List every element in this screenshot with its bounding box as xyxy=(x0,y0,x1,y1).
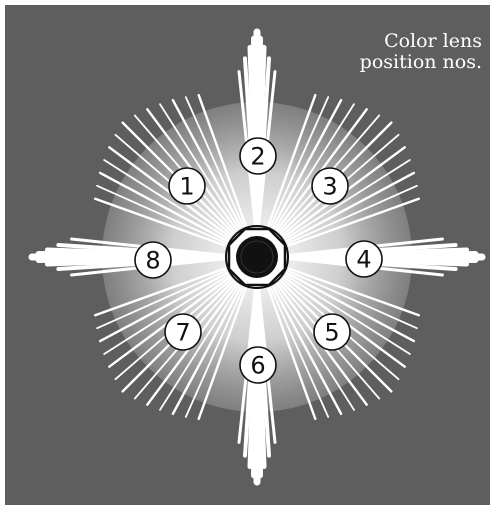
position-badge-7: 7 xyxy=(165,314,201,350)
position-badge-1: 1 xyxy=(169,168,205,204)
position-badge-5: 5 xyxy=(314,314,350,350)
badge-number: 5 xyxy=(324,319,339,347)
position-badge-2: 2 xyxy=(240,138,276,174)
position-badge-3: 3 xyxy=(312,168,348,204)
center-lens xyxy=(226,226,288,288)
lens-diagram-svg: 1 2 3 4 5 6 7 8 xyxy=(5,5,490,505)
badge-number: 7 xyxy=(175,319,190,347)
badge-number: 1 xyxy=(179,173,194,201)
position-badge-8: 8 xyxy=(135,242,171,278)
caption-line-2: position nos. xyxy=(360,52,482,72)
position-badge-4: 4 xyxy=(346,241,382,277)
badge-number: 8 xyxy=(145,247,160,275)
lens-core xyxy=(236,236,278,278)
badge-number: 6 xyxy=(250,352,265,380)
caption-line-1: Color lens xyxy=(384,31,482,51)
position-badge-6: 6 xyxy=(240,347,276,383)
color-lens-diagram: 1 2 3 4 5 6 7 8 Color lens position nos. xyxy=(5,5,490,505)
badge-number: 3 xyxy=(322,173,337,201)
badge-number: 4 xyxy=(356,246,371,274)
badge-number: 2 xyxy=(250,143,265,171)
